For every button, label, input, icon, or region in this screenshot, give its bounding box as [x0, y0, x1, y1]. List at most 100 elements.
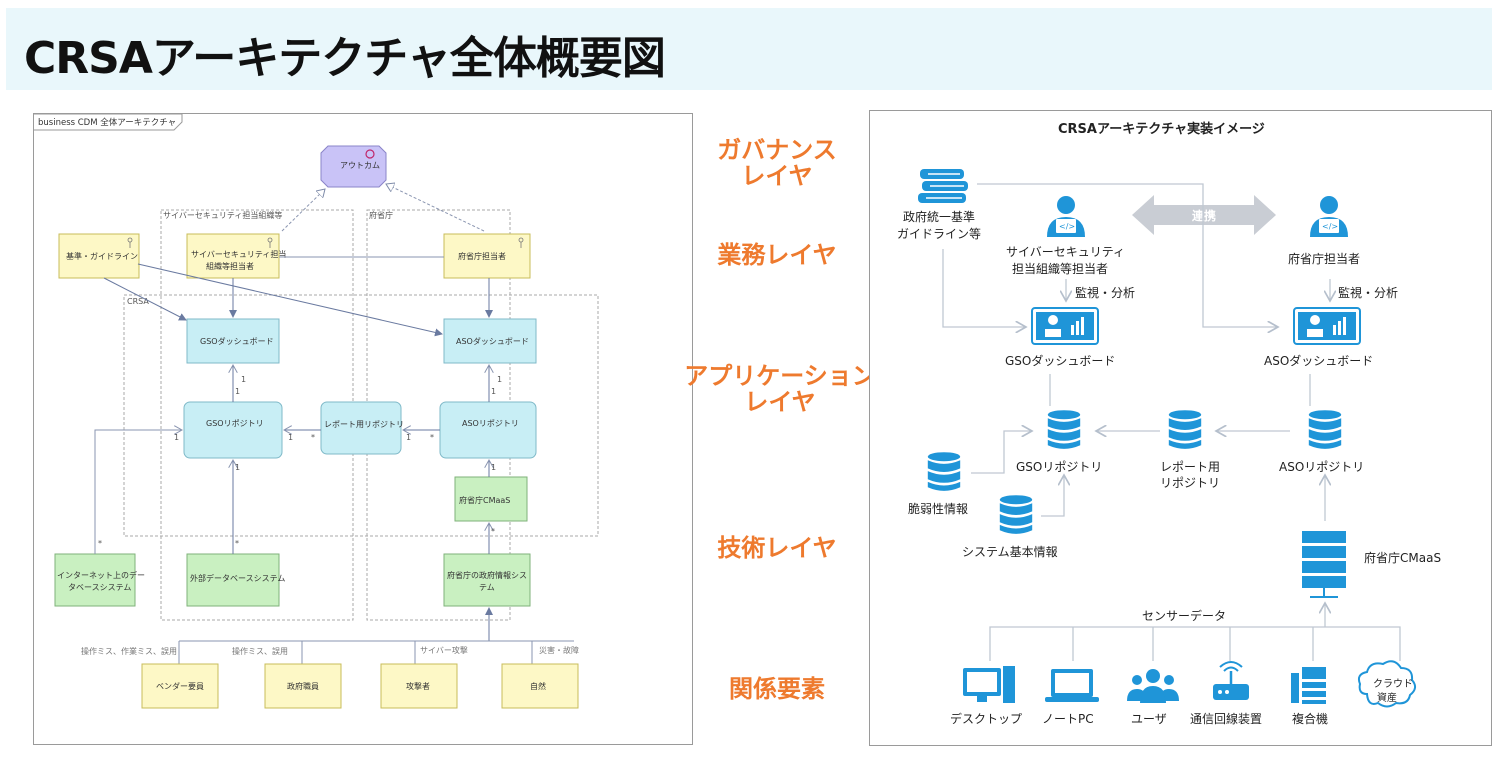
mult-8: * — [430, 433, 434, 442]
mult-4: 1 — [491, 387, 496, 396]
risk-2: 操作ミス、誤用 — [232, 646, 288, 656]
sensor-data-label: センサーデータ — [1142, 608, 1226, 623]
aso-dashboard-icon — [1293, 307, 1361, 345]
actor-standard[interactable] — [58, 233, 140, 279]
actor-attacker-label: 攻撃者 — [406, 681, 430, 691]
cyber-staff-label-1: サイバーセキュリティ — [1006, 245, 1125, 259]
group-crsa-label: CRSA — [127, 297, 149, 306]
report-repo-label: レポート用リポジトリ — [324, 420, 404, 429]
ministry-system-box[interactable] — [443, 553, 531, 607]
gso-dashboard-label: GSOダッシュボード — [200, 336, 274, 346]
implementation-title: CRSAアーキテクチャ実装イメージ — [1058, 121, 1265, 137]
actor-gov-staff[interactable] — [264, 663, 342, 709]
aso-repo-icon — [1308, 410, 1342, 449]
group-crsa — [123, 294, 599, 537]
report-repo-label-2: リポジトリ — [1160, 476, 1220, 490]
device-label-desktop: デスクトップ — [950, 711, 1022, 726]
actor-vendor[interactable] — [141, 663, 219, 709]
model-relations — [94, 256, 574, 666]
monitor-label-right: 監視・分析 — [1338, 285, 1398, 300]
vuln-info-icon — [927, 452, 961, 491]
aso-dashboard-label: ASOダッシュボード — [1264, 353, 1373, 368]
group-cyber-label: サイバーセキュリティ担当組織等 — [163, 210, 282, 220]
ministry-staff-label: 府省庁担当者 — [1288, 251, 1360, 266]
outcome-label: アウトカム — [340, 161, 380, 170]
actor-cyber[interactable] — [186, 233, 280, 279]
report-repo-icon — [1168, 410, 1202, 449]
gso-repo-label: GSOリポジトリ — [1016, 460, 1102, 474]
cmaas-box[interactable] — [454, 476, 528, 522]
users-icon — [1127, 669, 1179, 703]
gso-repo-label: GSOリポジトリ — [206, 419, 264, 428]
mult-6: * — [311, 433, 315, 442]
multiplicities: 1 1 1 1 1 * 1 * 1 * 1 * 1 * — [98, 375, 502, 548]
risk-3: サイバー攻撃 — [420, 645, 468, 655]
outcome-box[interactable] — [320, 145, 387, 188]
layer-business: 業務レイヤ — [717, 241, 837, 269]
layer-application: アプリケーションレイヤ — [684, 362, 876, 416]
cooperation-arrow — [1132, 195, 1276, 235]
implementation-connectors — [942, 183, 1401, 661]
device-label-router: 通信回線装置 — [1190, 711, 1262, 726]
mult-14: * — [491, 527, 495, 536]
book-stack-icon — [918, 169, 968, 203]
actor-nature[interactable] — [501, 663, 579, 709]
title-bar: CRSAアーキテクチャ全体概要図 — [6, 8, 1492, 90]
model-canvas: business CDM 全体アーキテクチャ サイバーセキュリティ担当組織等 府… — [34, 113, 599, 709]
aso-dashboard-label: ASOダッシュボード — [456, 336, 529, 346]
actor-nature-label: 自然 — [530, 681, 546, 691]
ministry-staff-icon — [1310, 196, 1348, 237]
router-icon — [1213, 661, 1249, 700]
external-db-label: 外部データベースシステム — [190, 573, 285, 583]
layer-technology: 技術レイヤ — [717, 534, 837, 562]
aso-repo-box[interactable] — [439, 401, 537, 459]
frame-label: business CDM 全体アーキテクチャ — [38, 117, 176, 128]
cmaas-label: 府省庁CMaaS — [459, 495, 510, 505]
mult-3: 1 — [497, 375, 502, 384]
business-model-diagram: business CDM 全体アーキテクチャ サイバーセキュリティ担当組織等 府… — [33, 113, 693, 745]
device-label-user: ユーザ — [1131, 712, 1167, 726]
page-title: CRSAアーキテクチャ全体概要図 — [24, 33, 666, 84]
report-repo-box[interactable] — [320, 401, 402, 455]
cyber-staff-icon — [1047, 196, 1085, 237]
actor-ministry-label: 府省庁担当者 — [458, 251, 506, 261]
printer-icon — [1291, 667, 1326, 704]
actor-gov-staff-label: 政府職員 — [287, 681, 319, 691]
internet-db-label-2: タベースシステム — [68, 583, 131, 592]
gso-dashboard-box[interactable] — [186, 318, 280, 364]
vuln-info-label: 脆弱性情報 — [908, 501, 968, 516]
internet-db-label-1: インターネット上のデー — [57, 570, 145, 580]
actor-cyber-label-2: 組織等担当者 — [206, 261, 254, 271]
ministry-system-label-1: 府省庁の政府情報シス — [447, 570, 527, 580]
risk-1: 操作ミス、作業ミス、誤用 — [81, 646, 177, 656]
actor-glyphs — [127, 237, 524, 248]
laptop-icon — [1045, 669, 1099, 702]
internet-db-box[interactable] — [54, 553, 136, 607]
layer-governance: ガバナンスレイヤ — [717, 136, 837, 190]
risk-labels: 操作ミス、作業ミス、誤用 操作ミス、誤用 サイバー攻撃 災害・故障 — [81, 645, 579, 656]
gso-dashboard-label: GSOダッシュボード — [1005, 353, 1115, 368]
mult-1: 1 — [241, 375, 246, 384]
mult-7: 1 — [406, 433, 411, 442]
implementation-diagram: </> CRSAアーキテクチャ実装イメージ 連携 — [869, 110, 1492, 746]
actor-standard-label: 基準・ガイドライン — [66, 251, 138, 261]
implementation-canvas: </> CRSAアーキテクチャ実装イメージ 連携 — [897, 121, 1441, 726]
aso-repo-label: ASOリポジトリ — [462, 419, 519, 428]
mult-11: 1 — [235, 463, 240, 472]
actor-attacker[interactable] — [380, 663, 458, 709]
actor-ministry[interactable] — [443, 233, 531, 279]
device-label-laptop: ノートPC — [1042, 712, 1094, 726]
report-repo-label-1: レポート用 — [1160, 460, 1220, 474]
ministry-system-label-2: テム — [479, 583, 495, 592]
aso-dashboard-box[interactable] — [443, 318, 537, 364]
cooperation-label: 連携 — [1192, 208, 1216, 223]
external-db-box[interactable] — [186, 553, 280, 607]
mult-5: 1 — [288, 433, 293, 442]
mult-2: 1 — [235, 387, 240, 396]
gso-repo-box[interactable] — [183, 401, 283, 459]
server-rack-icon — [1302, 531, 1346, 598]
monitor-label-left: 監視・分析 — [1075, 285, 1135, 300]
actor-vendor-label: ベンダー要員 — [156, 681, 204, 691]
cyber-staff-label-2: 担当組織等担当者 — [1012, 262, 1108, 276]
desktop-icon — [963, 666, 1015, 703]
